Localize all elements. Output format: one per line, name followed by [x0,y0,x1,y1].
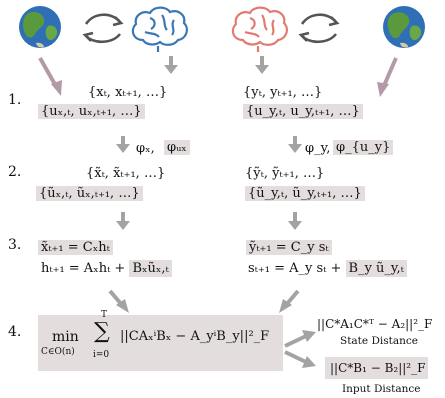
right-input-term: B_y ũ_y,ₜ [345,260,407,277]
brain-icon [231,6,288,52]
input-u-y-seq: {u_y,ₜ, u_y,ₜ₊₁, …} [243,104,363,119]
input-distance-formula: ||C*B₁ − B₂||²_F [330,361,426,375]
step-4-label: 4. [8,324,22,340]
cycle-arrows-icon [82,13,124,44]
phi-uy-label: φ_{u_y} [333,140,394,155]
left-state-equation: hₜ₊₁ = Aₓhₜ + Bₓũₓ,ₜ [41,260,172,277]
observation-x-seq: {xₜ, xₜ₊₁, …} [88,85,168,100]
state-distance-label: State Distance [340,335,418,347]
step-2-label: 2. [8,164,22,180]
sum-symbol: ∑ [94,319,110,344]
merge-arrow [279,289,300,313]
sum-upper-limit: T [101,310,108,320]
objective-box [38,315,283,371]
objective-term: ||CAₓⁱBₓ − A_yⁱB_y||²_F [120,329,270,344]
input-distance-label: Input Distance [342,383,421,395]
objective-min-subscript: C∈O(n) [41,347,75,357]
phi-x-label: φₓ, [136,141,155,156]
earth-icon [19,6,61,48]
merge-arrow [108,289,129,313]
phi-y-label: φ_y, [305,141,331,156]
left-input-term: Bₓũₓ,ₜ [129,260,172,277]
down-arrow [288,136,302,153]
embedded-x-seq: {x̃ₜ, x̃ₜ₊₁, …} [86,166,166,181]
state-arrow [284,330,316,348]
embedded-u-y-seq: {ũ_y,ₜ, ũ_y,ₜ₊₁, …} [245,186,365,201]
step-1-label: 1. [8,92,22,108]
input-u-x-seq: {uₓ,ₜ, uₓ,ₜ₊₁, …} [38,104,145,119]
phi-ux-label: φᵤₓ [164,140,190,155]
embedded-u-x-seq: {ũₓ,ₜ, ũₓ,ₜ₊₁, …} [36,186,143,201]
right-output-equation: ỹₜ₊₁ = C_y sₜ [246,240,332,255]
cycle-arrows-icon [298,13,340,44]
earth-icon [383,6,425,48]
step-3-label: 3. [8,237,22,253]
down-arrow [288,212,302,230]
down-arrow [116,212,130,230]
embedded-y-seq: {ỹₜ, ỹₜ₊₁, …} [245,166,325,181]
sum-lower-limit: i=0 [93,350,110,360]
input-arrow [284,350,316,368]
brain-icon [131,6,188,52]
state-distance-formula: ||C*A₁C*ᵀ − A₂||²_F [317,317,433,331]
down-arrow [255,56,269,74]
left-output-equation: x̃ₜ₊₁ = Cₓhₜ [38,240,113,255]
observation-y-seq: {yₜ, yₜ₊₁, …} [243,85,323,100]
down-arrow [164,56,178,74]
earth-down-arrow [38,57,62,96]
down-arrow [116,136,130,153]
earth-down-arrow [377,57,398,97]
input-distance-box [325,357,428,379]
right-state-equation: sₜ₊₁ = A_y sₜ + B_y ũ_y,ₜ [248,260,407,277]
objective-min: min [52,329,79,345]
